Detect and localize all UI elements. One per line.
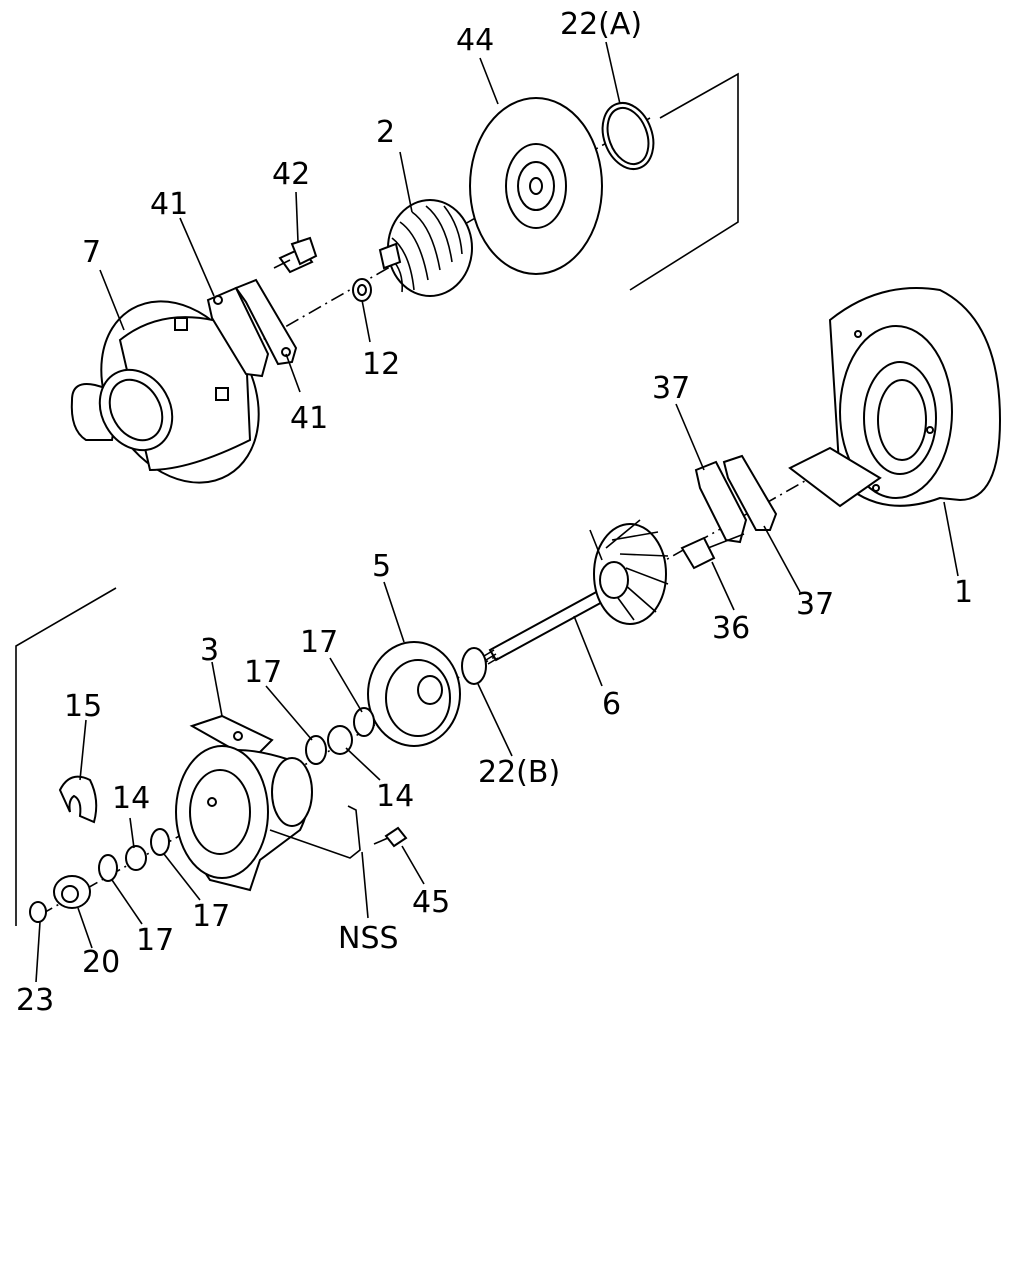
nut-20 — [53, 875, 91, 909]
bolt-36 — [680, 533, 745, 570]
callout-20: 20 — [82, 945, 120, 980]
snap-ring-22b — [461, 647, 487, 685]
seal-plate — [469, 97, 603, 275]
callout-22b: 22(B) — [478, 755, 560, 790]
bearing-housing — [175, 714, 313, 892]
ring-17-lower — [98, 828, 170, 882]
callout-14-lower: 14 — [112, 781, 150, 816]
o-ring-22a — [601, 102, 655, 170]
leader-lines — [35, 41, 959, 983]
callout-42: 42 — [272, 157, 310, 192]
callout-36: 36 — [712, 611, 750, 646]
callout-12: 12 — [362, 347, 400, 382]
nut-12 — [352, 278, 372, 302]
bolt-42 — [273, 236, 318, 274]
callout-17-a: 17 — [300, 625, 338, 660]
callout-15: 15 — [64, 689, 102, 724]
axis-line-lower — [39, 409, 931, 916]
turbine-shaft — [483, 519, 669, 665]
turbine-housing — [788, 287, 1002, 508]
callout-44: 44 — [456, 23, 494, 58]
bolt-45 — [373, 826, 408, 848]
group-bracket-lower — [15, 587, 117, 926]
bracket-nss — [269, 805, 361, 859]
callout-17-b: 17 — [244, 655, 282, 690]
callout-1: 1 — [954, 575, 973, 610]
thrust-collar-15 — [58, 775, 98, 824]
lock-plate-41 — [206, 278, 298, 378]
callout-nss: NSS — [338, 921, 399, 956]
lock-plate-37 — [694, 454, 778, 544]
callout-6: 6 — [602, 687, 621, 722]
callout-17-c: 17 — [192, 899, 230, 934]
callout-22a: 22(A) — [560, 7, 642, 42]
compressor-wheel — [378, 199, 473, 297]
callout-14-upper: 14 — [376, 779, 414, 814]
callout-45: 45 — [412, 885, 450, 920]
callout-37-upper: 37 — [652, 371, 690, 406]
callout-2: 2 — [376, 115, 395, 150]
snap-ring-23 — [29, 901, 47, 923]
callout-3: 3 — [200, 633, 219, 668]
bearing-14-lower — [125, 845, 147, 871]
callout-41-lower: 41 — [290, 401, 328, 436]
bearing-14-upper — [327, 725, 353, 755]
callout-5: 5 — [372, 549, 391, 584]
ring-17-upper — [305, 707, 375, 765]
callout-37-lower: 37 — [796, 587, 834, 622]
group-bracket-upper — [629, 72, 739, 291]
insert-5 — [367, 641, 461, 747]
callout-23: 23 — [16, 983, 54, 1018]
compressor-housing — [70, 300, 260, 484]
callout-17-d: 17 — [136, 923, 174, 958]
callout-41-upper: 41 — [150, 187, 188, 222]
callout-7: 7 — [82, 235, 101, 270]
